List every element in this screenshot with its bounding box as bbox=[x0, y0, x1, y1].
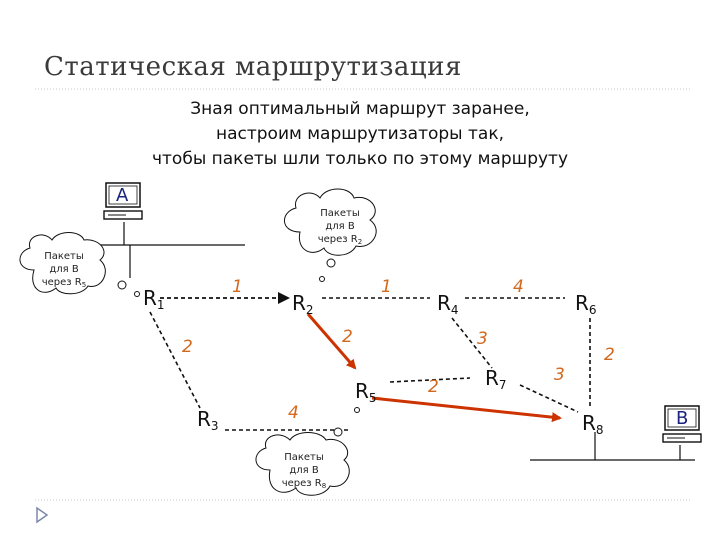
link-r4-r7 bbox=[451, 317, 493, 369]
callout-r2-line-1: Пакеты bbox=[320, 208, 360, 219]
link-r7-r8 bbox=[519, 384, 579, 413]
router-r3: R3 bbox=[197, 407, 219, 433]
slide-title: Статическая маршрутизация bbox=[44, 52, 462, 82]
subtitle-line-3: чтобы пакеты шли только по этому маршрут… bbox=[151, 149, 569, 169]
callout-r2-line-2: для B bbox=[325, 221, 355, 232]
weight-r5-r7: 2 bbox=[428, 377, 439, 397]
callout-r5-line-2: для B bbox=[289, 465, 319, 476]
link-r5-r8 bbox=[371, 396, 562, 423]
callout-r1-line-2: для B bbox=[49, 264, 79, 275]
weight-r1-r2: 1 bbox=[232, 277, 243, 297]
slide-arrow-icon bbox=[36, 506, 49, 524]
weight-r3-r5: 4 bbox=[288, 403, 299, 423]
subtitle-line-2: настроим маршрутизаторы так, bbox=[215, 124, 504, 144]
host-b-computer-icon: B bbox=[662, 405, 702, 443]
router-r5: R5 bbox=[355, 379, 377, 405]
router-r2: R2 bbox=[292, 291, 314, 317]
link-r2-r5 bbox=[306, 313, 357, 370]
lan-b bbox=[530, 432, 695, 461]
router-r4: R4 bbox=[437, 291, 459, 317]
link-r1-r3 bbox=[149, 311, 201, 409]
weight-r1-r3: 2 bbox=[182, 337, 193, 357]
host-a-computer-icon: A bbox=[103, 182, 143, 220]
host-a-label: A bbox=[116, 185, 129, 206]
callout-r2-line-3: через R2 bbox=[318, 234, 362, 246]
callout-cloud-r5: Пакеты для B через R8 bbox=[255, 407, 360, 496]
router-r6: R6 bbox=[575, 291, 597, 317]
callout-r5-line-1: Пакеты bbox=[284, 452, 324, 463]
weight-r7-r8: 3 bbox=[554, 365, 565, 385]
link-r1-r2 bbox=[160, 292, 290, 304]
slide-subtitle: Зная оптимальный маршрут заранее, настро… bbox=[120, 97, 600, 172]
router-r1: R1 bbox=[143, 286, 165, 312]
callout-r1-line-3: через R5 bbox=[42, 277, 86, 289]
router-r8: R8 bbox=[582, 411, 604, 437]
weight-r2-r4: 1 bbox=[381, 277, 392, 297]
callout-cloud-r2: Пакеты для B через R2 bbox=[284, 188, 377, 282]
weight-r4-r7: 3 bbox=[477, 329, 488, 349]
host-b-label: B bbox=[676, 408, 688, 429]
weight-r6-r8: 2 bbox=[604, 345, 615, 365]
callout-cloud-r1: Пакеты для B через R5 bbox=[19, 232, 140, 297]
weight-r4-r6: 4 bbox=[513, 277, 524, 297]
router-r7: R7 bbox=[485, 366, 507, 392]
link-r5-r7 bbox=[389, 377, 471, 383]
subtitle-line-1: Зная оптимальный маршрут заранее, bbox=[190, 99, 530, 119]
callout-r1-line-1: Пакеты bbox=[44, 251, 84, 262]
callout-r5-line-3: через R8 bbox=[282, 478, 326, 490]
weight-r2-r5: 2 bbox=[342, 327, 353, 347]
